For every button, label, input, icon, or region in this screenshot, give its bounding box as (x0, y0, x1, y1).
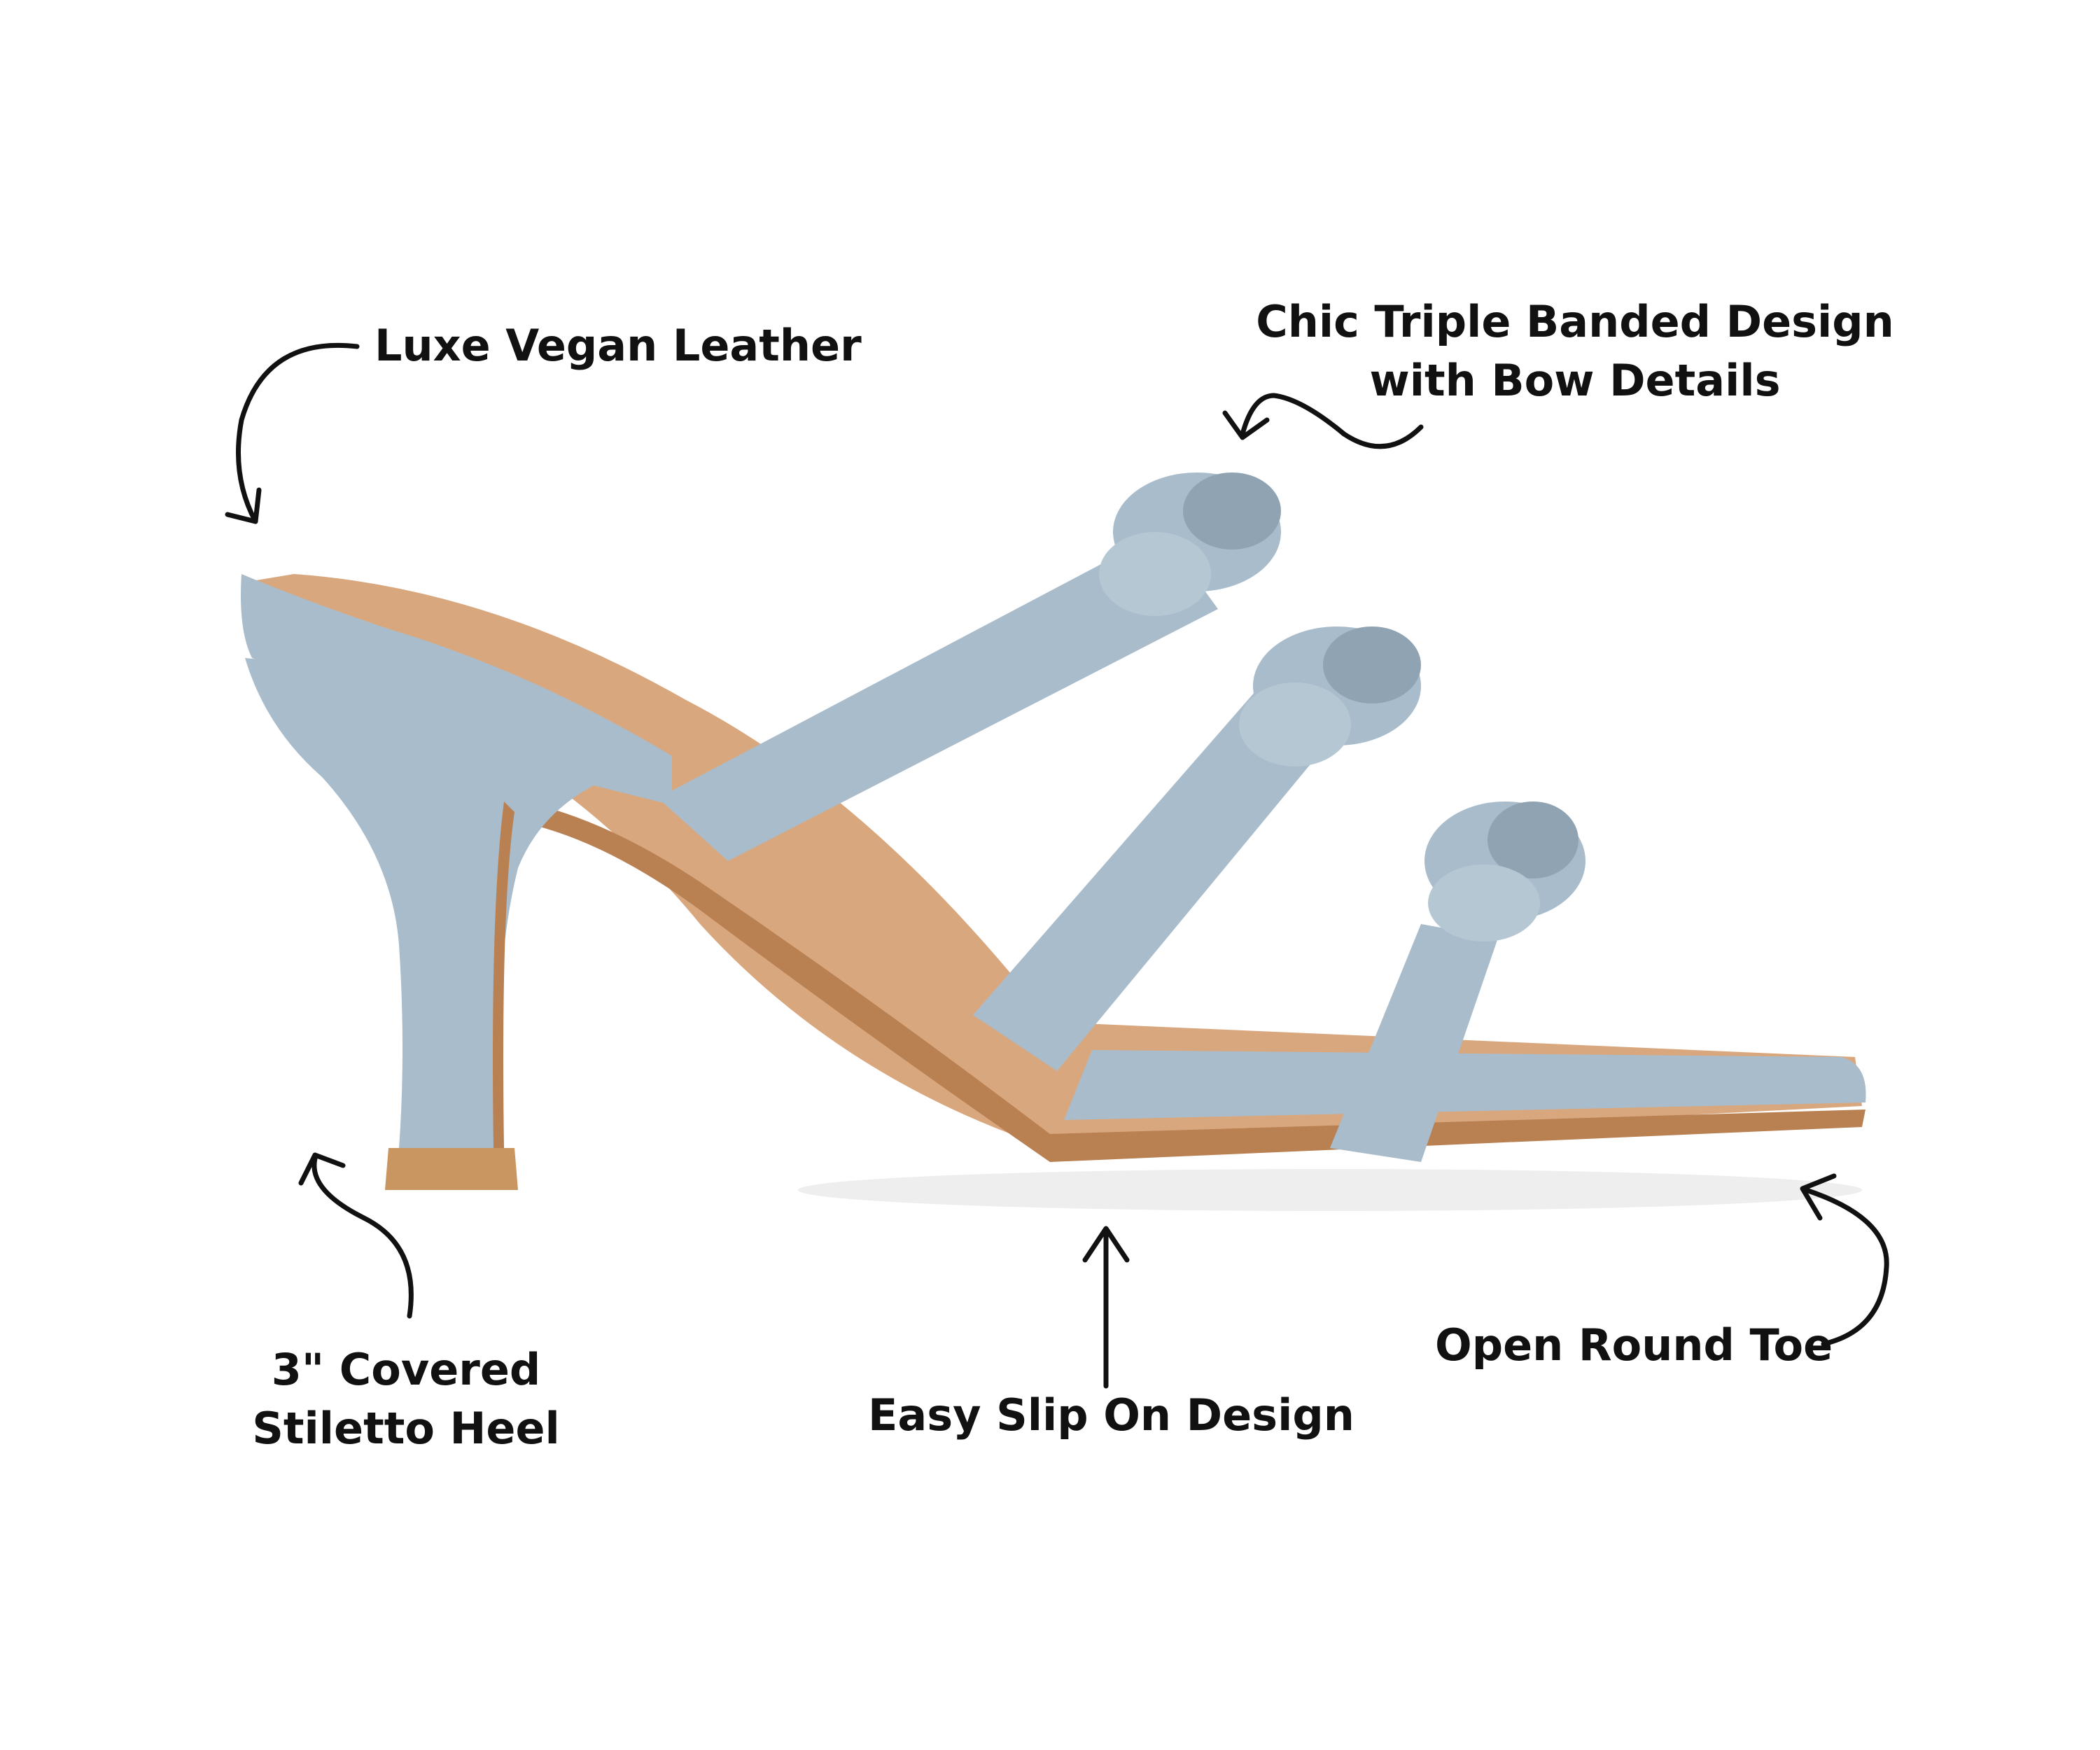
heel-tip (385, 1148, 518, 1190)
forefoot-base (1064, 1050, 1866, 1120)
insole (252, 574, 1862, 1148)
bow-3 (1424, 802, 1586, 941)
arrow-heel-icon (298, 1152, 414, 1319)
strap-2 (973, 686, 1323, 1071)
callout-open-toe-text: Open Round Toe (1435, 1320, 1833, 1371)
sole-edge (504, 798, 1865, 1162)
arrow-chic-icon (1222, 393, 1424, 449)
callout-triple-banded: Chic Triple Banded Design with Bow Detai… (1246, 293, 1904, 410)
arrow-slip-icon (1082, 1226, 1130, 1389)
callout-open-toe: Open Round Toe (1435, 1316, 1833, 1375)
callout-slip-on-text: Easy Slip On Design (868, 1390, 1354, 1441)
callout-slip-on: Easy Slip On Design (868, 1386, 1354, 1445)
arrow-luxe-icon (225, 342, 360, 524)
callout-triple-banded-line1: Chic Triple Banded Design (1256, 296, 1894, 347)
callout-vegan-leather-text: Luxe Vegan Leather (374, 320, 862, 371)
strap-3 (1330, 924, 1498, 1162)
callout-vegan-leather: Luxe Vegan Leather (374, 316, 862, 375)
arrow-toe-icon (1800, 1173, 1889, 1347)
bow-1 (1099, 472, 1281, 616)
callout-stiletto-heel-line1: 3" Covered (271, 1344, 541, 1395)
stiletto-heel (245, 658, 630, 1148)
ground-shadow (798, 1169, 1862, 1211)
callout-stiletto-heel: 3" Covered Stiletto Heel (231, 1340, 581, 1458)
strap-1 (658, 532, 1218, 861)
callout-triple-banded-line2: with Bow Details (1369, 355, 1781, 406)
heel-inner-edge (493, 802, 514, 1148)
callout-stiletto-heel-line2: Stiletto Heel (252, 1403, 560, 1454)
bow-2 (1239, 626, 1421, 766)
